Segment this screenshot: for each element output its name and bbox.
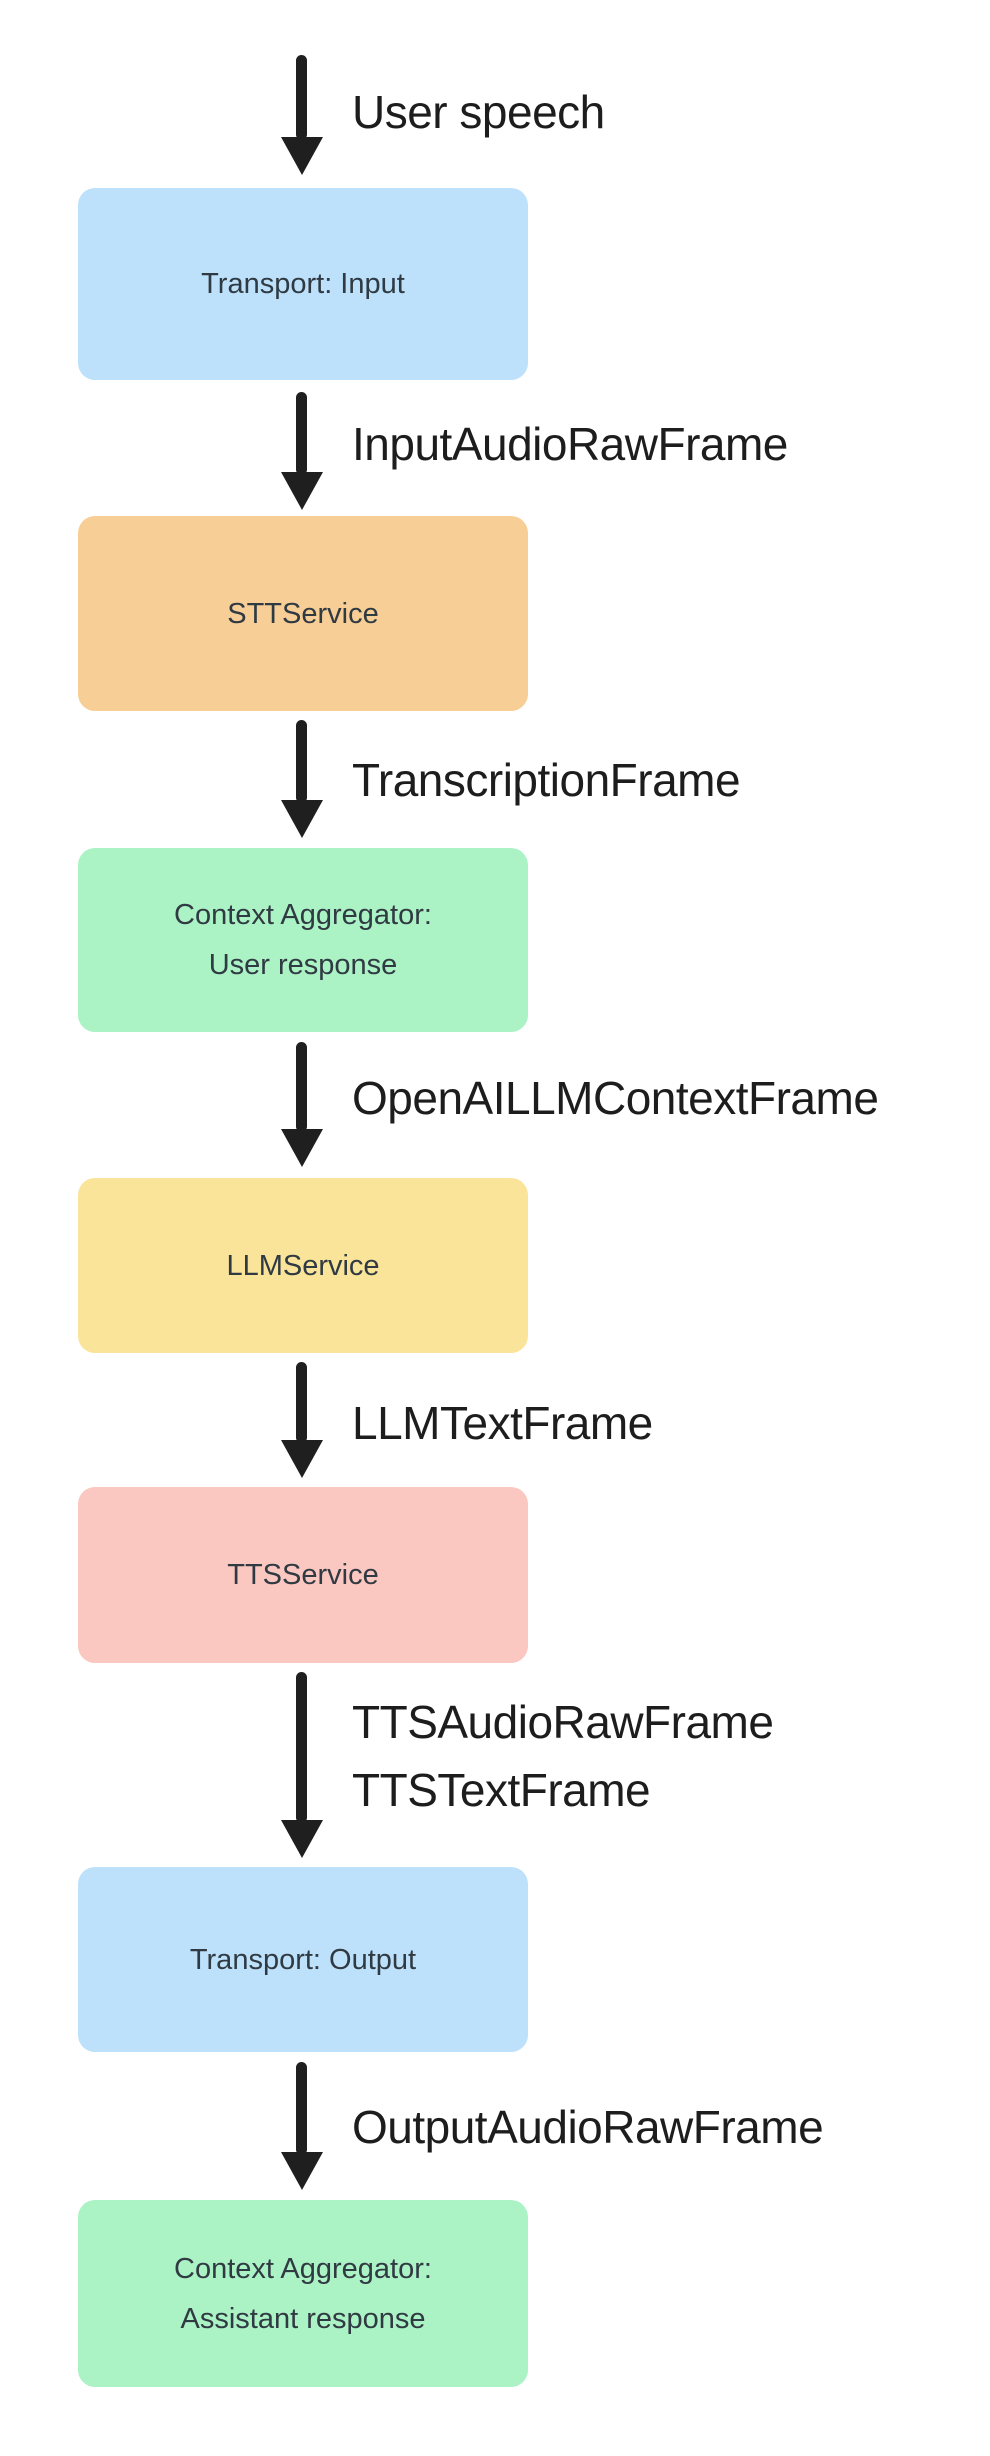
edge-label-line: TranscriptionFrame bbox=[352, 754, 741, 806]
edge-label-llm-text-frame: LLMTextFrame bbox=[352, 1396, 653, 1450]
edge-label-output-audio-raw-frame: OutputAudioRawFrame bbox=[352, 2100, 824, 2154]
arrow-shaft bbox=[296, 2062, 307, 2155]
arrow-shaft bbox=[296, 1672, 307, 1823]
arrow-shaft bbox=[296, 720, 307, 803]
edge-label-line: OpenAILLMContextFrame bbox=[352, 1072, 879, 1124]
arrow-shaft bbox=[296, 1362, 307, 1443]
arrow-head-icon bbox=[281, 800, 323, 838]
edge-label-line: InputAudioRawFrame bbox=[352, 418, 788, 470]
node-label: LLMService bbox=[226, 1249, 380, 1282]
node-label: Context Aggregator: bbox=[174, 899, 432, 931]
node-label: Transport: Input bbox=[201, 268, 405, 300]
node-label: User response bbox=[208, 949, 398, 981]
node-context-aggregator-user: Context Aggregator: User response bbox=[78, 848, 528, 1032]
edge-label-transcription-frame: TranscriptionFrame bbox=[352, 753, 741, 807]
node-tts-service: TTSService bbox=[78, 1487, 528, 1663]
arrow-head-icon bbox=[281, 137, 323, 175]
edge-label-line: TTSAudioRawFrame bbox=[352, 1696, 774, 1748]
node-label: TTSService bbox=[227, 1559, 379, 1591]
arrow-head-icon bbox=[281, 1820, 323, 1858]
edge-label-openai-llm-context-frame: OpenAILLMContextFrame bbox=[352, 1071, 879, 1125]
node-llm-service: LLMService bbox=[78, 1178, 528, 1353]
arrow-shaft bbox=[296, 1042, 307, 1132]
edge-label-line: TTSTextFrame bbox=[352, 1764, 651, 1816]
edge-label-tts-frames: TTSAudioRawFrame TTSTextFrame bbox=[352, 1688, 774, 1824]
edge-label-line: LLMTextFrame bbox=[352, 1397, 653, 1449]
node-stt-service: STTService bbox=[78, 516, 528, 711]
edge-label-line: OutputAudioRawFrame bbox=[352, 2101, 824, 2153]
node-label: Assistant response bbox=[180, 2302, 426, 2335]
arrow-shaft bbox=[296, 392, 307, 475]
arrow-head-icon bbox=[281, 1129, 323, 1167]
arrow-head-icon bbox=[281, 2152, 323, 2190]
node-label: Transport: Output bbox=[189, 1943, 417, 1976]
node-label: Context Aggregator: bbox=[174, 2252, 432, 2285]
edge-label-line: User speech bbox=[352, 86, 605, 138]
node-transport-output: Transport: Output bbox=[78, 1867, 528, 2052]
node-transport-input: Transport: Input bbox=[78, 188, 528, 380]
node-context-aggregator-assistant: Context Aggregator: Assistant response bbox=[78, 2200, 528, 2387]
node-label: STTService bbox=[227, 597, 379, 630]
arrow-head-icon bbox=[281, 472, 323, 510]
arrow-head-icon bbox=[281, 1440, 323, 1478]
arrow-shaft bbox=[296, 55, 307, 140]
edge-label-user-speech: User speech bbox=[352, 85, 605, 139]
edge-label-input-audio-raw-frame: InputAudioRawFrame bbox=[352, 417, 788, 471]
